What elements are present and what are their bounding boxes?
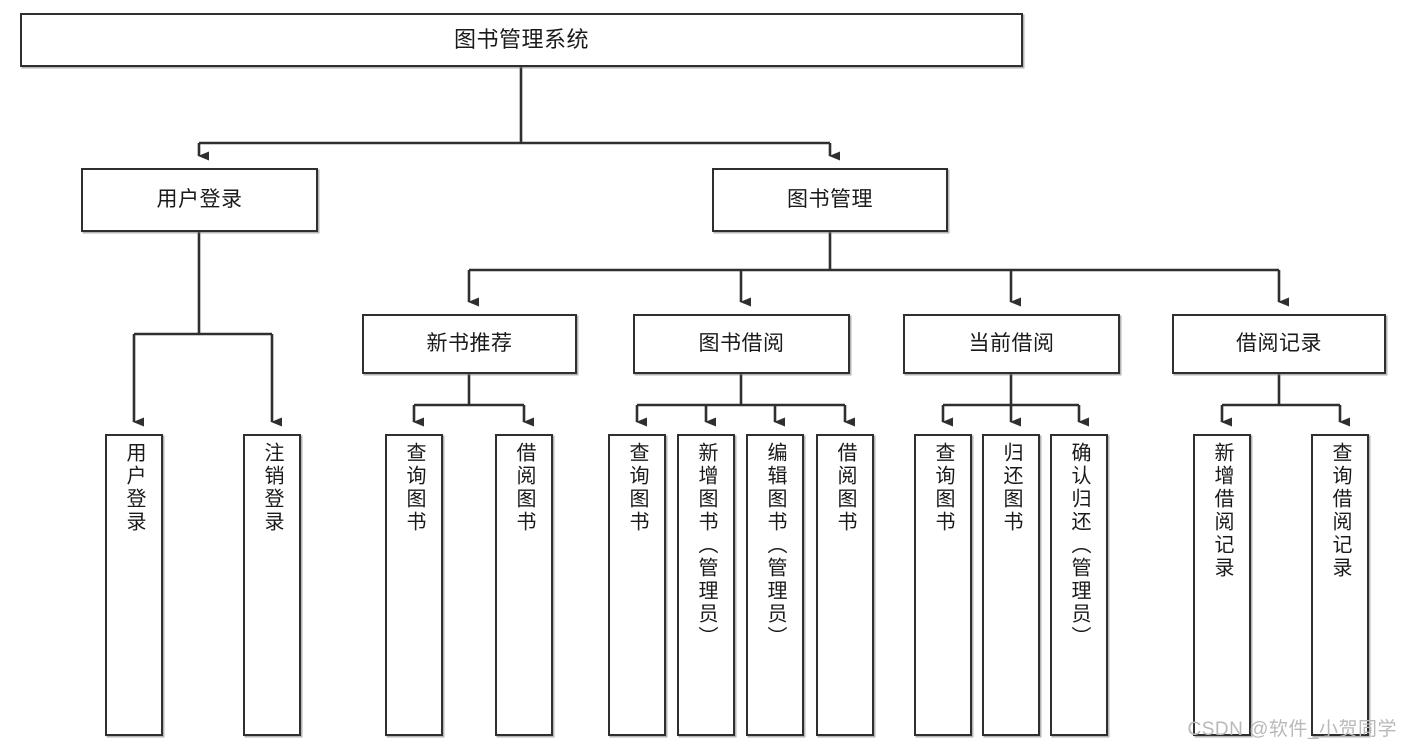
node-new-book-recommend[interactable]: 新书推荐	[362, 314, 577, 374]
node-label: 用户登录	[156, 187, 243, 211]
node-label: 确认归还（管理员）	[1068, 442, 1090, 649]
node-label: 用户登录	[123, 442, 145, 534]
leaf-return-book[interactable]: 归还图书	[982, 434, 1040, 736]
leaf-confirm-return[interactable]: 确认归还（管理员）	[1050, 434, 1108, 736]
leaf-edit-book[interactable]: 编辑图书（管理员）	[746, 434, 804, 736]
node-label: 借阅图书	[834, 442, 856, 534]
node-label: 图书管理系统	[453, 27, 589, 53]
node-label: 新书推荐	[426, 331, 513, 355]
node-label: 归还图书	[1000, 442, 1022, 534]
edges-bookborrow-to-leaves	[635, 374, 855, 427]
node-label: 编辑图书（管理员）	[764, 442, 786, 649]
leaf-borrow-book[interactable]: 借阅图书	[816, 434, 874, 736]
node-label: 查询图书	[403, 442, 425, 534]
node-label: 查询借阅记录	[1329, 442, 1351, 580]
node-user-login[interactable]: 用户登录	[81, 168, 318, 232]
leaf-query-book-current[interactable]: 查询图书	[914, 434, 972, 736]
node-label: 查询图书	[626, 442, 648, 534]
node-book-management[interactable]: 图书管理	[712, 168, 948, 232]
leaf-add-book[interactable]: 新增图书（管理员）	[677, 434, 735, 736]
leaf-borrow-book-recommend[interactable]: 借阅图书	[495, 434, 553, 736]
edges-userlogin-to-leaves	[132, 232, 282, 427]
node-borrow-record[interactable]: 借阅记录	[1172, 314, 1386, 374]
edges-borrowrecord-to-leaves	[1220, 374, 1350, 427]
node-label: 借阅图书	[513, 442, 535, 534]
node-label: 当前借阅	[968, 331, 1055, 355]
node-label: 借阅记录	[1236, 331, 1322, 355]
edges-currentborrow-to-leaves	[941, 374, 1089, 427]
edges-root-to-level2	[197, 67, 840, 161]
leaf-query-book-recommend[interactable]: 查询图书	[385, 434, 443, 736]
watermark-csdn: CSDN @软件_小贺同学	[1187, 719, 1397, 740]
leaf-query-borrow-record[interactable]: 查询借阅记录	[1311, 434, 1369, 736]
leaf-user-login[interactable]: 用户登录	[105, 434, 163, 736]
leaf-logout-login[interactable]: 注销登录	[243, 434, 301, 736]
node-current-borrow[interactable]: 当前借阅	[903, 314, 1120, 374]
node-label: 查询图书	[932, 442, 954, 534]
node-label: 图书借阅	[698, 331, 785, 355]
edges-booksys-to-level3	[467, 232, 1289, 307]
edges-newbook-to-leaves	[412, 374, 534, 427]
node-label: 注销登录	[261, 442, 283, 534]
node-label: 新增图书（管理员）	[695, 442, 717, 649]
node-book-borrow[interactable]: 图书借阅	[633, 314, 850, 374]
node-label: 图书管理	[787, 187, 873, 211]
leaf-add-borrow-record[interactable]: 新增借阅记录	[1193, 434, 1251, 736]
node-root-book-management-system[interactable]: 图书管理系统	[20, 13, 1023, 67]
node-label: 新增借阅记录	[1211, 442, 1233, 580]
leaf-query-book-borrow[interactable]: 查询图书	[608, 434, 666, 736]
